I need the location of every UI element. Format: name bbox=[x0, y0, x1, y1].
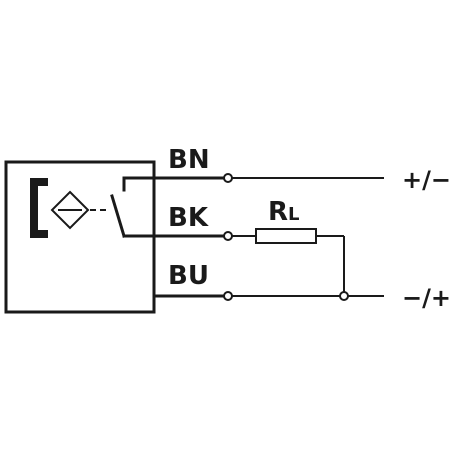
load-resistor bbox=[255, 228, 317, 244]
bracket-icon bbox=[30, 178, 48, 238]
label-bn: BN bbox=[168, 145, 210, 175]
resistor-label-sub: L bbox=[288, 204, 299, 225]
diamond-coil-icon bbox=[50, 190, 106, 230]
terminal-node-bk bbox=[223, 231, 233, 241]
resistor-label: RL bbox=[268, 197, 300, 227]
label-bu: BU bbox=[168, 261, 209, 291]
terminal-label-bottom: −/+ bbox=[402, 284, 450, 312]
terminal-node-bn bbox=[223, 173, 233, 183]
terminal-node-bu bbox=[223, 291, 233, 301]
label-bk: BK bbox=[168, 203, 209, 233]
junction-node bbox=[339, 291, 349, 301]
terminal-label-top: +/− bbox=[402, 166, 450, 194]
normally-open-switch-icon bbox=[110, 176, 230, 238]
resistor-label-main: R bbox=[268, 197, 288, 227]
